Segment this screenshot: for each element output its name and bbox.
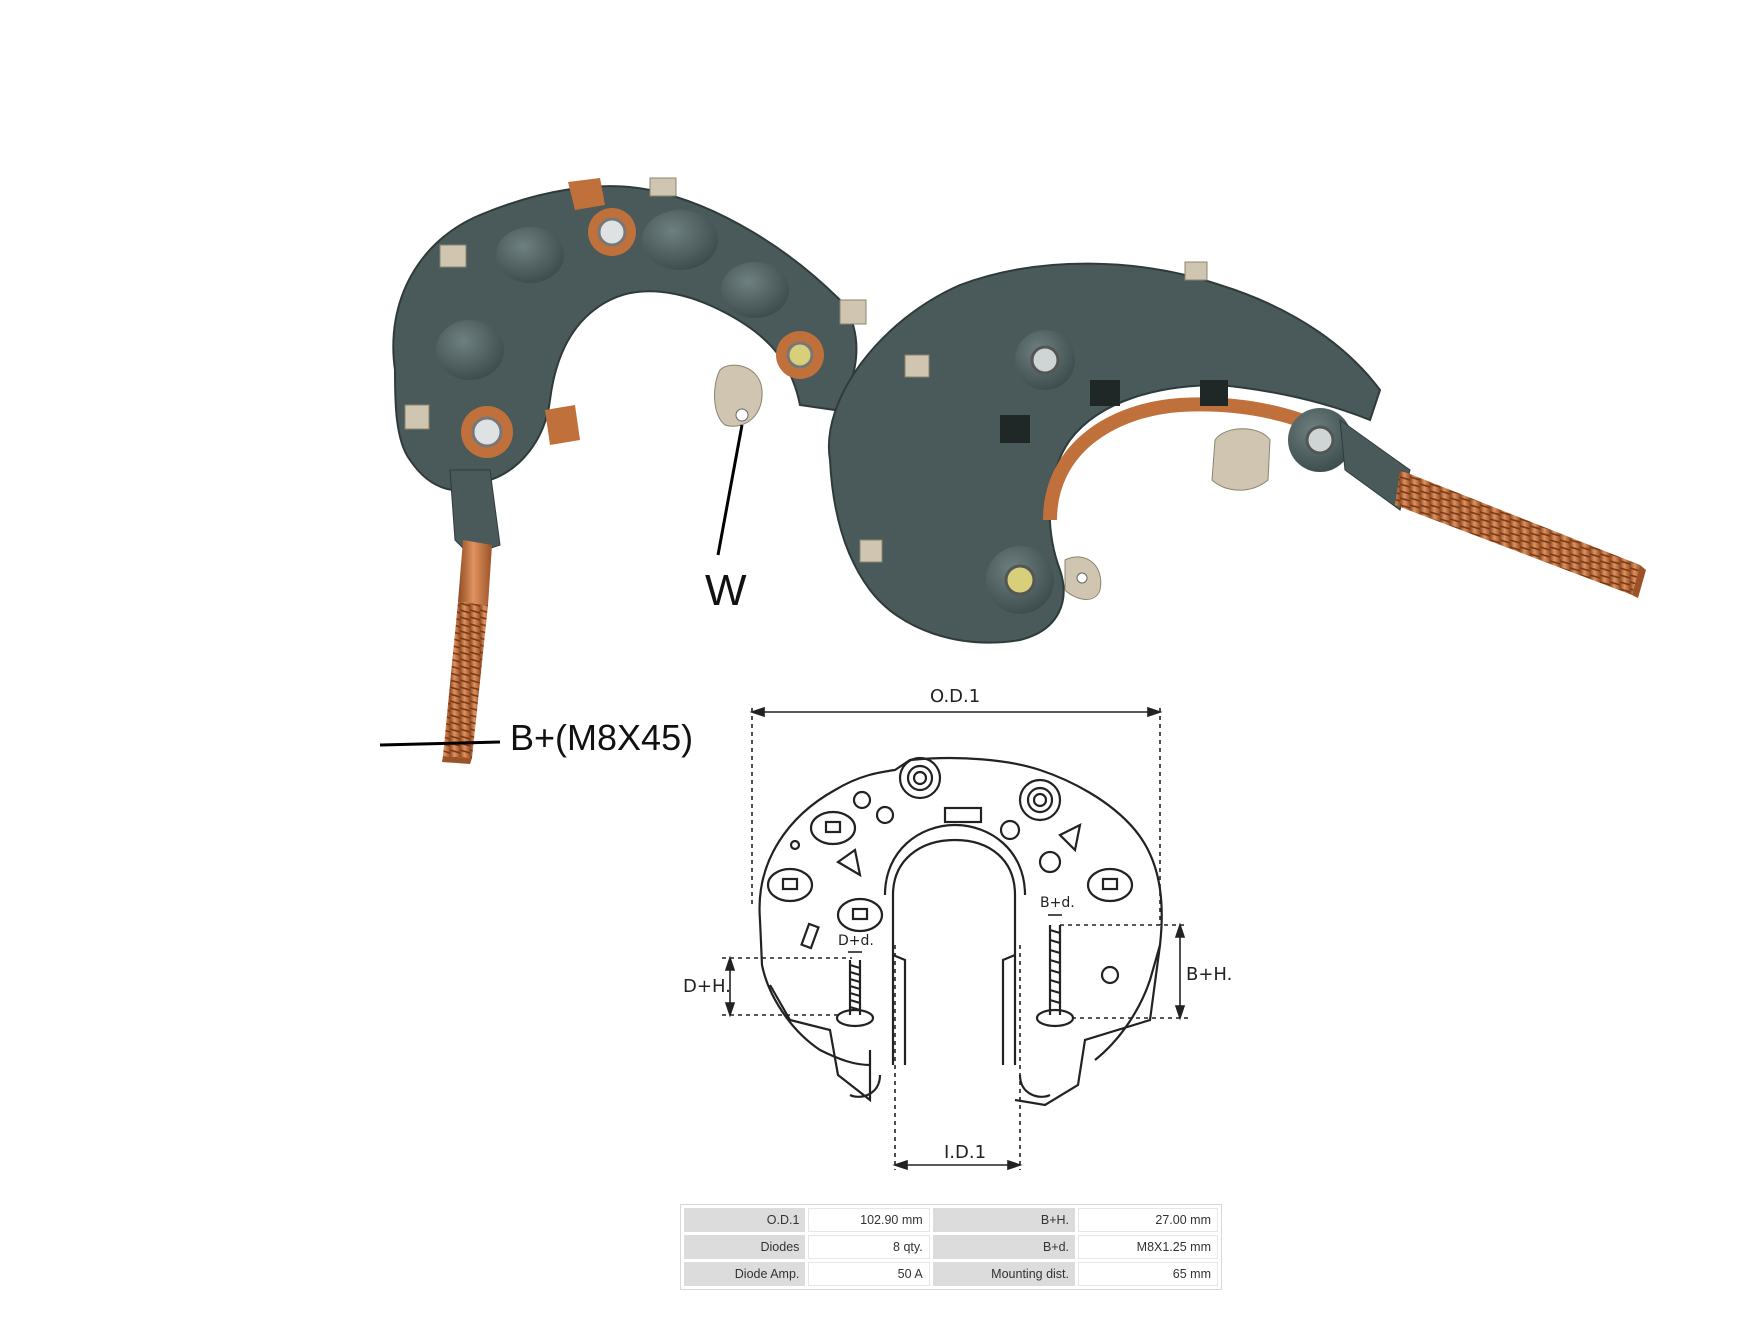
spec-table: O.D.1 102.90 mm B+H. 27.00 mm Diodes 8 q… [680, 1204, 1222, 1290]
dim-od-label: O.D.1 [930, 686, 980, 707]
dim-dh-label: D+H. [683, 976, 731, 997]
callout-w: W [705, 424, 747, 615]
callout-b-plus-label: B+(M8X45) [510, 717, 693, 758]
dim-id-label: I.D.1 [944, 1142, 986, 1163]
callout-b-plus: B+(M8X45) [379, 717, 693, 758]
spec-key: B+d. [932, 1235, 1075, 1259]
table-row: O.D.1 102.90 mm B+H. 27.00 mm [684, 1208, 1218, 1232]
table-row: Diodes 8 qty. B+d. M8X1.25 mm [684, 1235, 1218, 1259]
spec-value: 8 qty. [808, 1235, 930, 1259]
spec-value: 50 A [808, 1262, 930, 1286]
dim-bd-label: B+d. [1040, 895, 1075, 911]
spec-key: Diode Amp. [684, 1262, 806, 1286]
right-rectifier-photo [827, 261, 1646, 644]
left-rectifier-photo [392, 177, 867, 764]
dimension-lines [722, 706, 1188, 1171]
spec-key: Diodes [684, 1235, 806, 1259]
dim-bh-label: B+H. [1186, 964, 1232, 985]
table-row: Diode Amp. 50 A Mounting dist. 65 mm [684, 1262, 1218, 1286]
spec-value: 102.90 mm [808, 1208, 930, 1232]
callout-w-label: W [705, 566, 747, 615]
dim-dd-label: D+d. [838, 933, 874, 949]
spec-value: 27.00 mm [1078, 1208, 1218, 1232]
spec-value: M8X1.25 mm [1078, 1235, 1218, 1259]
spec-value: 65 mm [1078, 1262, 1218, 1286]
spec-key: Mounting dist. [932, 1262, 1075, 1286]
technical-drawing [758, 756, 1163, 1107]
spec-key: O.D.1 [684, 1208, 806, 1232]
spec-key: B+H. [932, 1208, 1075, 1232]
